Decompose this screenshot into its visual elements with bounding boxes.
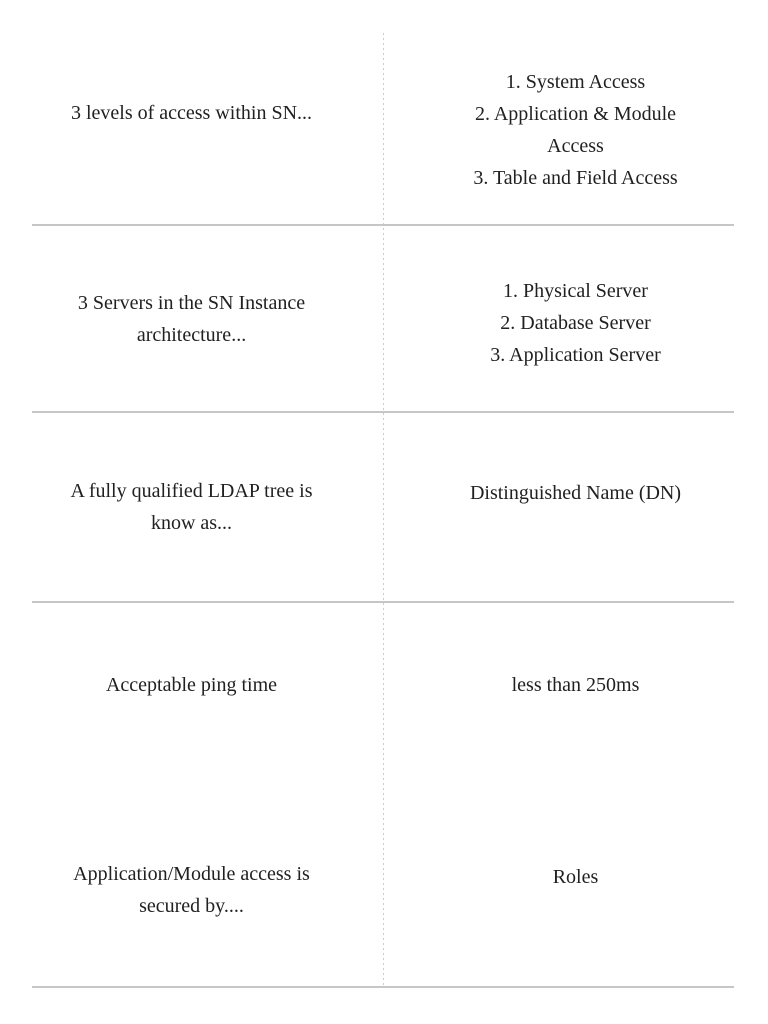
question-cell: 3 Servers in the SN Instance architectur…: [0, 225, 383, 412]
answer-line: Distinguished Name (DN): [469, 482, 682, 504]
answer-line: 1. Physical Server: [503, 279, 648, 302]
answer-line: 2. Application & Module Access: [474, 102, 677, 157]
answer-line: 3. Table and Field Access: [473, 166, 678, 189]
answer-cell: 1. System Access 2. Application & Module…: [383, 0, 768, 225]
question-text: 3 Servers in the SN Instance architectur…: [77, 291, 306, 346]
answer-text: Distinguished Name (DN): [470, 477, 681, 509]
question-text: Application/Module access is secured by.…: [73, 862, 310, 917]
answer-line: 1. System Access: [505, 70, 646, 93]
question-cell: Acceptable ping time: [0, 602, 383, 792]
flashcard-row: 3 levels of access within SN... 1. Syste…: [0, 0, 768, 226]
question-cell: 3 levels of access within SN...: [0, 0, 383, 225]
row-divider-line: [32, 601, 734, 603]
answer-line: 2. Database Server: [500, 311, 651, 334]
flashcard-rows: 3 levels of access within SN... 1. Syste…: [0, 0, 768, 988]
flashcard-row: Acceptable ping time less than 250ms: [0, 602, 768, 792]
column-divider-dotted-line: [383, 33, 384, 987]
answer-cell: 1. Physical Server 2. Database Server 3.…: [383, 225, 768, 412]
answer-line: Roles: [552, 865, 599, 888]
answer-line: 3. Application Server: [490, 343, 661, 366]
answer-cell: less than 250ms: [383, 602, 768, 792]
question-cell: A fully qualified LDAP tree is know as..…: [0, 412, 383, 602]
answer-cell: Roles: [383, 792, 768, 987]
answer-line: less than 250ms: [511, 674, 640, 696]
answer-text: less than 250ms: [512, 669, 640, 701]
answer-text: Roles: [553, 861, 599, 893]
flashcard-row: 3 Servers in the SN Instance architectur…: [0, 225, 768, 413]
row-divider-line: [32, 224, 734, 226]
flashcard-row: A fully qualified LDAP tree is know as..…: [0, 412, 768, 603]
question-cell: Application/Module access is secured by.…: [0, 792, 383, 987]
question-text: A fully qualified LDAP tree is know as..…: [70, 480, 313, 534]
question-text: 3 levels of access within SN...: [70, 101, 313, 124]
question-text: Acceptable ping time: [105, 674, 278, 696]
row-divider-line: [32, 986, 734, 988]
answer-text: 1. Physical Server 2. Database Server 3.…: [490, 275, 661, 371]
flashcard-row: Application/Module access is secured by.…: [0, 792, 768, 988]
answer-text: 1. System Access 2. Application & Module…: [451, 66, 701, 194]
row-divider-line: [32, 411, 734, 413]
answer-cell: Distinguished Name (DN): [383, 412, 768, 602]
